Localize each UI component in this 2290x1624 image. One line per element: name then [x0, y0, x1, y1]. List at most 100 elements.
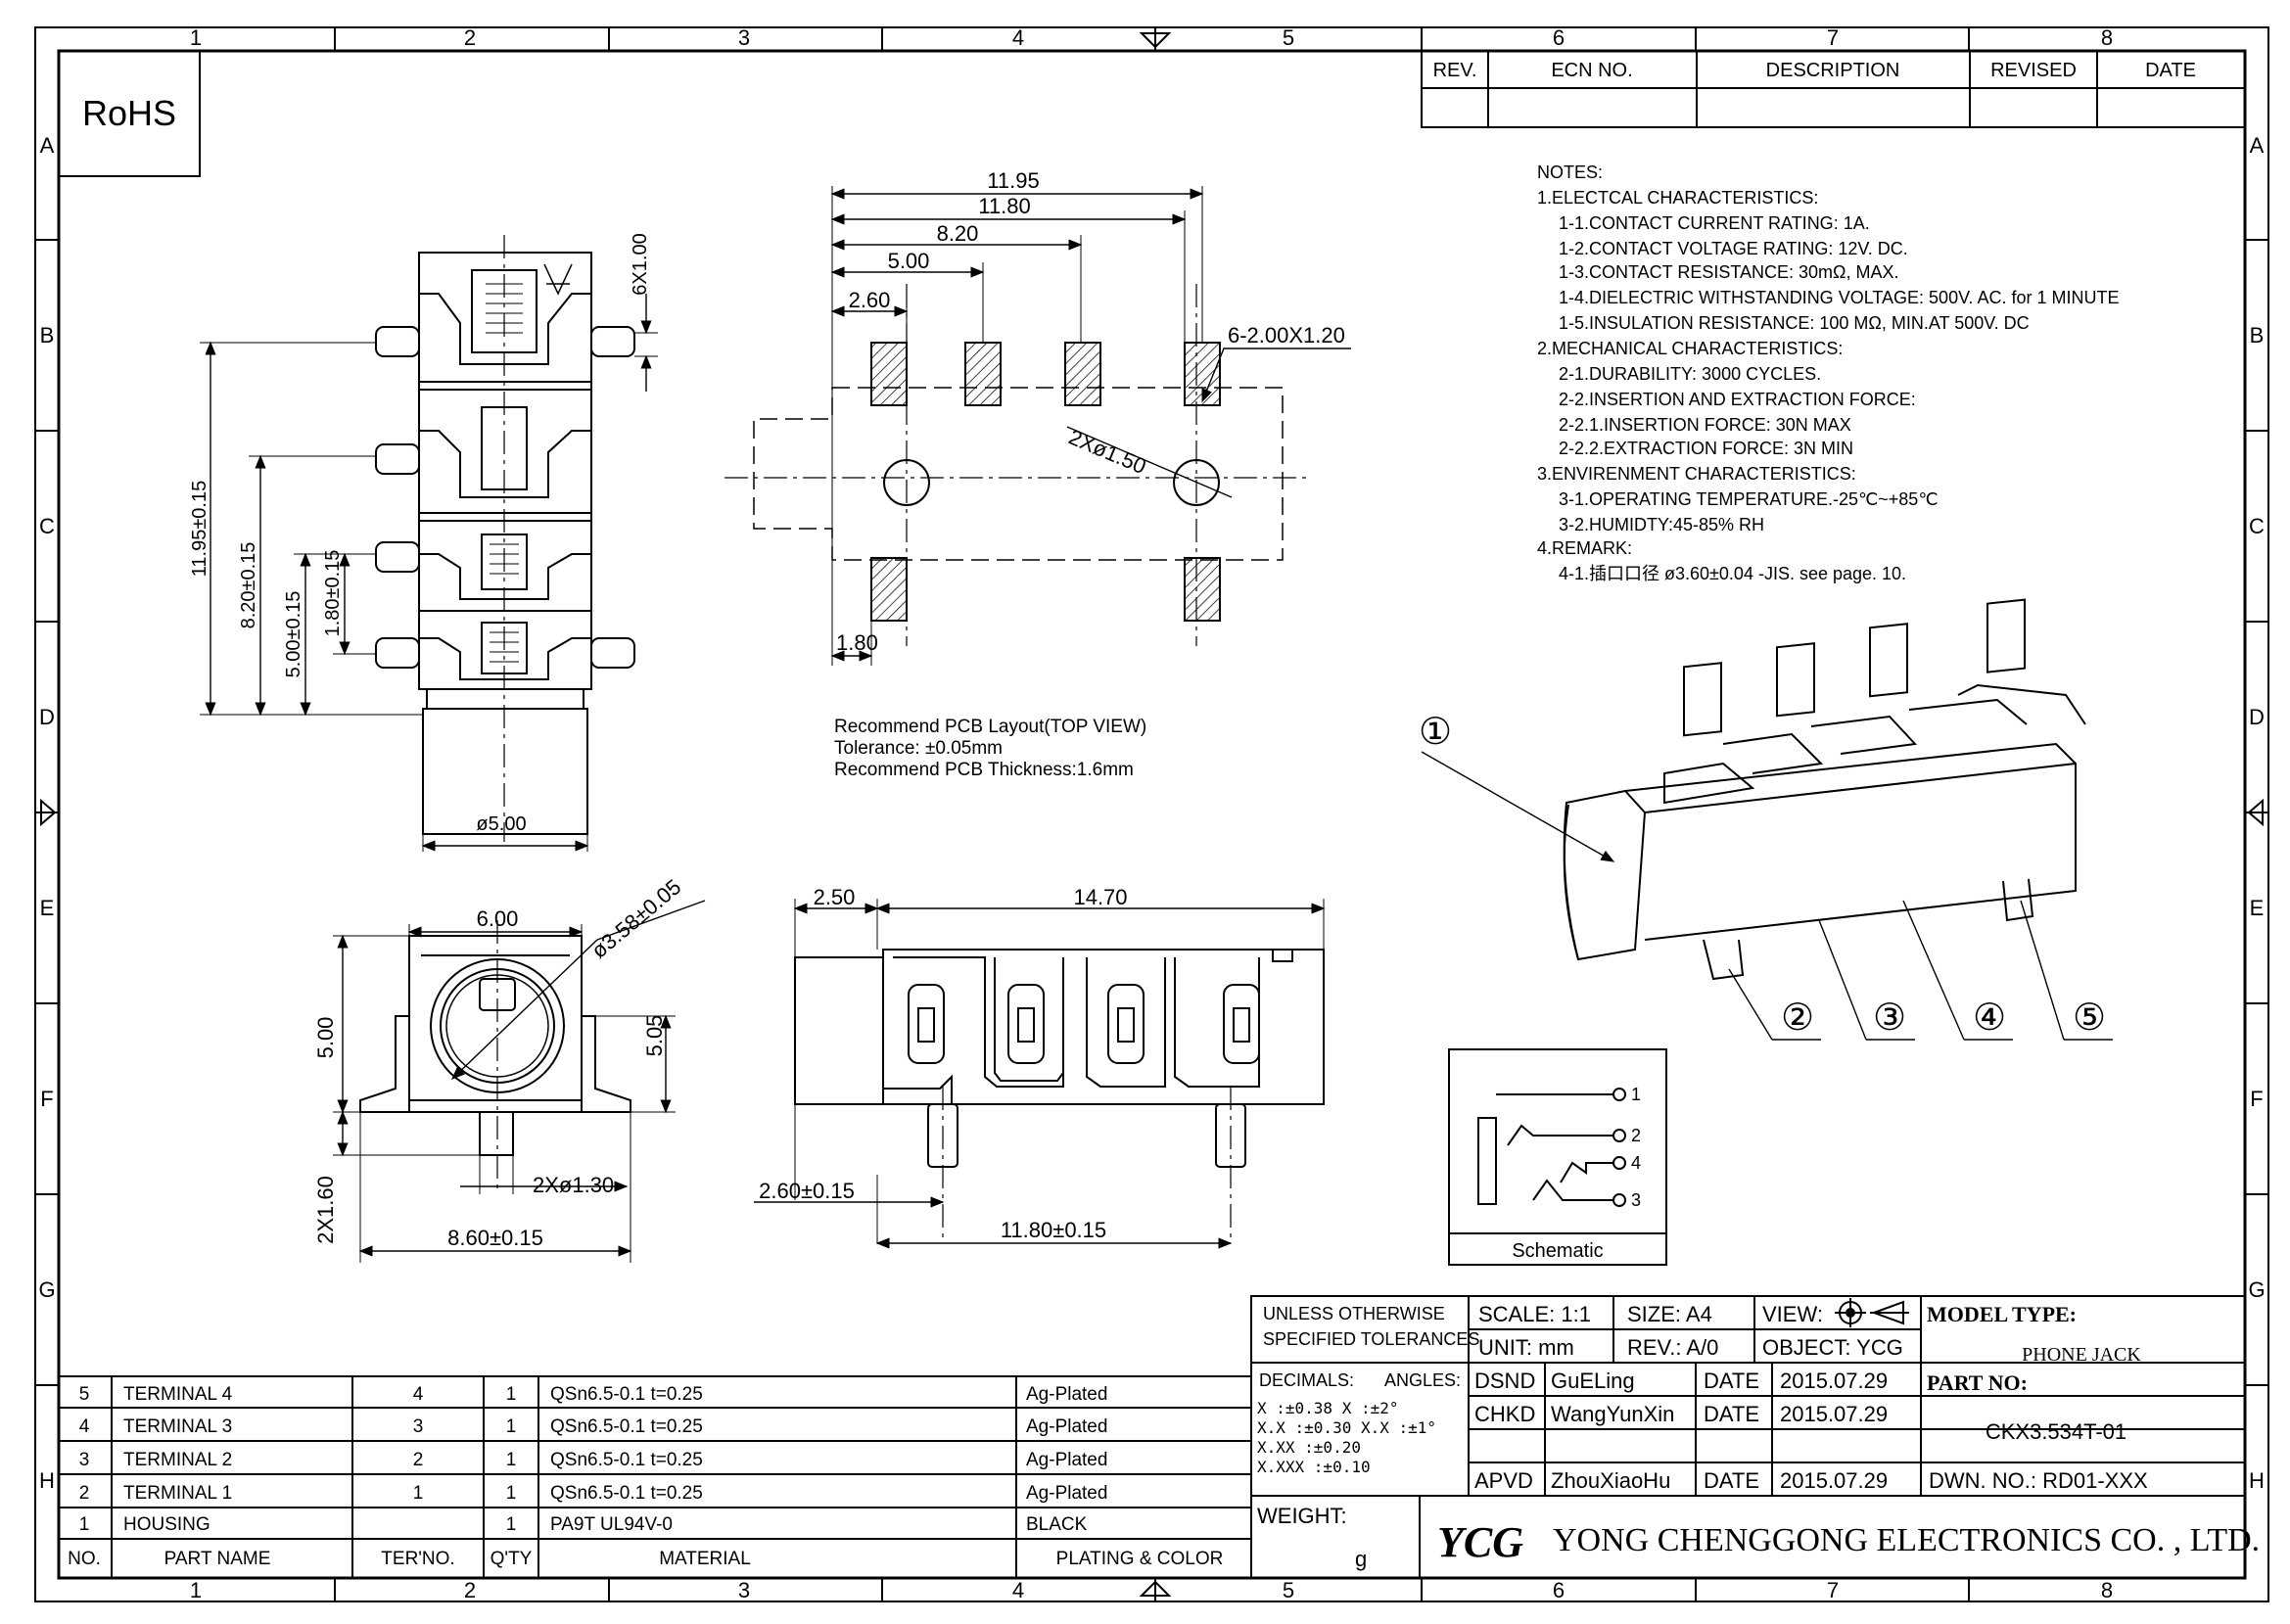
grid-row-right-f: F — [2250, 1087, 2263, 1111]
grid-col-bottom-4: 4 — [1012, 1578, 1024, 1602]
dim-pad-size: 6-2.00X1.20 — [1228, 323, 1345, 348]
callout-1: ① — [1419, 712, 1452, 753]
bom-cell: 1 — [506, 1384, 517, 1405]
bom-cell: Ag-Plated — [1026, 1450, 1107, 1470]
grid-row-left-f: F — [40, 1087, 53, 1111]
dim-5-05: 5.05 — [642, 1015, 667, 1057]
grid-row-left-h: H — [39, 1468, 55, 1493]
model-type-label: MODEL TYPE: — [1927, 1302, 2077, 1326]
rev-field: REV.: A/0 — [1627, 1335, 1718, 1360]
dim-5-00-end: 5.00 — [313, 1017, 338, 1059]
schematic-label: Schematic — [1512, 1240, 1603, 1262]
bom-cell: TERMINAL 3 — [123, 1416, 232, 1437]
drawing-number: DWN. NO.: RD01-XXX — [1929, 1468, 2148, 1493]
title-block-fields: SCALE: 1:1 SIZE: A4 VIEW: UNIT: mm REV.:… — [1474, 1302, 2148, 1493]
callout-numbers: ① ② ③ ④ ⑤ — [1419, 712, 2106, 1039]
bom-cell: 4 — [79, 1416, 90, 1437]
grid-row-left-g: G — [38, 1277, 55, 1302]
grid-col-top-8: 8 — [2101, 25, 2113, 50]
notes-line: 2-2.INSERTION AND EXTRACTION FORCE: — [1559, 390, 1916, 409]
weight-unit: g — [1355, 1547, 1367, 1571]
notes-line: 3-2.HUMIDTY:45-85% RH — [1559, 515, 1764, 534]
bom-cell: 1 — [506, 1483, 517, 1504]
pcb-layout-caption: Recommend PCB Layout(TOP VIEW) Tolerance… — [834, 717, 1146, 780]
dim-8-60: 8.60±0.15 — [447, 1226, 543, 1250]
bom-cell: 1 — [506, 1416, 517, 1437]
front-view — [200, 235, 658, 852]
revision-headers: REV. ECN NO. DESCRIPTION REVISED DATE — [1433, 60, 2196, 81]
rohs-mark: RoHS — [58, 50, 201, 177]
apvd-date-label: DATE — [1704, 1468, 1759, 1493]
apvd-date: 2015.07.29 — [1780, 1468, 1888, 1493]
dsnd-date-label: DATE — [1704, 1369, 1759, 1393]
notes-line: 3-1.OPERATING TEMPERATURE.-25℃~+85℃ — [1559, 489, 1939, 509]
ecn-header: ECN NO. — [1551, 60, 1632, 81]
grid-col-top-7: 7 — [1827, 25, 1839, 50]
grid-col-top-4: 4 — [1012, 25, 1024, 50]
dim-5-00: 5.00 — [888, 249, 930, 273]
isometric-view — [1421, 598, 2113, 1041]
schematic-pin-3: 3 — [1631, 1190, 1641, 1210]
schematic-labels: 1 2 4 3 Schematic — [1512, 1085, 1641, 1262]
bom-header: NO. — [68, 1549, 101, 1569]
bom-cell: QSn6.5-0.1 t=0.25 — [550, 1384, 703, 1405]
chkd-date: 2015.07.29 — [1780, 1402, 1888, 1426]
sheet-frame — [34, 26, 2269, 1602]
bom-cell: 3 — [413, 1416, 424, 1437]
centering-marks — [40, 32, 2264, 1597]
grid-row-left-e: E — [40, 896, 55, 920]
angles-label: ANGLES: — [1384, 1370, 1461, 1390]
notes-line: 2-1.DURABILITY: 3000 CYCLES. — [1559, 364, 1821, 384]
bom-cell: Ag-Plated — [1026, 1384, 1107, 1405]
notes-line: 1-5.INSULATION RESISTANCE: 100 MΩ, MIN.A… — [1559, 313, 2030, 333]
pcb-caption-1: Recommend PCB Layout(TOP VIEW) — [834, 717, 1146, 737]
dim-1-80: 1.80 — [836, 630, 878, 655]
dim-2x1-60: 2X1.60 — [313, 1176, 338, 1244]
schematic-box — [1448, 1048, 1667, 1266]
dim-11-95: 11.95 — [987, 168, 1039, 193]
bom-cell: 2 — [79, 1483, 90, 1504]
grid-col-top-2: 2 — [464, 25, 476, 50]
grid-row-right-b: B — [2250, 323, 2265, 348]
dim-11-95-height: 11.95±0.15 — [189, 481, 210, 577]
end-view-dims: 6.00 ø3.58±0.05 5.00 5.05 2Xø1.30 2X1.60… — [313, 874, 685, 1250]
bom-cell: 1 — [506, 1450, 517, 1470]
bom-cell: 3 — [79, 1450, 90, 1470]
chkd-name: WangYunXin — [1551, 1402, 1674, 1426]
callout-4: ④ — [1973, 998, 2006, 1039]
dim-hole-diameter: 2Xø1.50 — [1065, 425, 1149, 480]
model-type-value: PHONE JACK — [2022, 1344, 2141, 1366]
notes-line: 1-2.CONTACT VOLTAGE RATING: 12V. DC. — [1559, 239, 1908, 258]
notes-line: 4-1.插口口径 ø3.60±0.04 -JIS. see page. 10. — [1559, 564, 1906, 583]
company-logo: YCG — [1437, 1518, 1523, 1566]
object-field: OBJECT: YCG — [1762, 1335, 1903, 1360]
grid-col-bottom-7: 7 — [1827, 1578, 1839, 1602]
company-name: YONG CHENGGONG ELECTRONICS CO. , LTD. — [1553, 1522, 2260, 1558]
grid-row-right-e: E — [2250, 896, 2265, 920]
dim-2-50: 2.50 — [814, 885, 856, 909]
notes-line: NOTES: — [1537, 162, 1603, 182]
schematic-pin-2: 2 — [1631, 1126, 1641, 1145]
dim-6-00: 6.00 — [477, 906, 519, 931]
chkd-date-label: DATE — [1704, 1402, 1759, 1426]
dim-2-60: 2.60 — [849, 288, 891, 312]
grid-labels: 1 2 3 4 5 6 7 8 1 2 3 4 5 6 7 8 A B C D … — [38, 25, 2265, 1602]
notes-line: 2-2.1.INSERTION FORCE: 30N MAX — [1559, 415, 1851, 435]
grid-row-right-c: C — [2249, 514, 2265, 538]
dim-11-80-side: 11.80±0.15 — [1001, 1218, 1106, 1242]
weight-label: WEIGHT: — [1257, 1504, 1347, 1528]
unit-field: UNIT: mm — [1478, 1335, 1574, 1360]
side-view-dims: 2.50 14.70 2.60±0.15 11.80±0.15 — [759, 885, 1127, 1242]
bom-cell: Ag-Plated — [1026, 1416, 1107, 1437]
tol-line-1: X :±0.38 X :±2° — [1257, 1399, 1399, 1417]
dim-1-80-height: 1.80±0.15 — [322, 550, 344, 637]
part-no-label: PART NO: — [1927, 1370, 2028, 1395]
tol-line-2: X.X :±0.30 X.X :±1° — [1257, 1418, 1436, 1437]
apvd-name: ZhouXiaoHu — [1551, 1468, 1670, 1493]
notes-line: 2-2.2.EXTRACTION FORCE: 3N MIN — [1559, 439, 1853, 458]
bom-header: PLATING & COLOR — [1056, 1549, 1224, 1569]
callout-2: ② — [1781, 998, 1814, 1039]
bom-cell: 5 — [79, 1384, 90, 1405]
grid-row-right-a: A — [2250, 133, 2265, 158]
